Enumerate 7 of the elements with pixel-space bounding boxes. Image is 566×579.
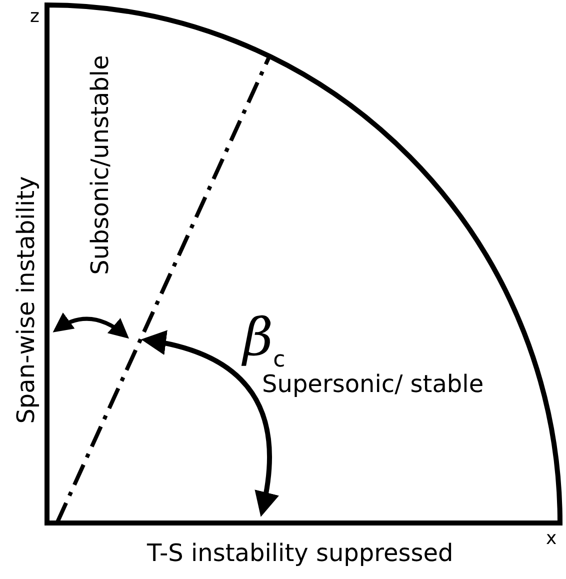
axis-label: x (546, 530, 557, 548)
angle-label: β$_{c}$ (243, 312, 286, 372)
axis-label: T-S instability suppressed (147, 541, 454, 565)
axis-label: Span-wise instability (14, 176, 38, 424)
region-label: Supersonic/ stable (262, 372, 484, 396)
axis-label: z (30, 8, 40, 26)
region-label: Subsonic/unstable (88, 55, 112, 275)
